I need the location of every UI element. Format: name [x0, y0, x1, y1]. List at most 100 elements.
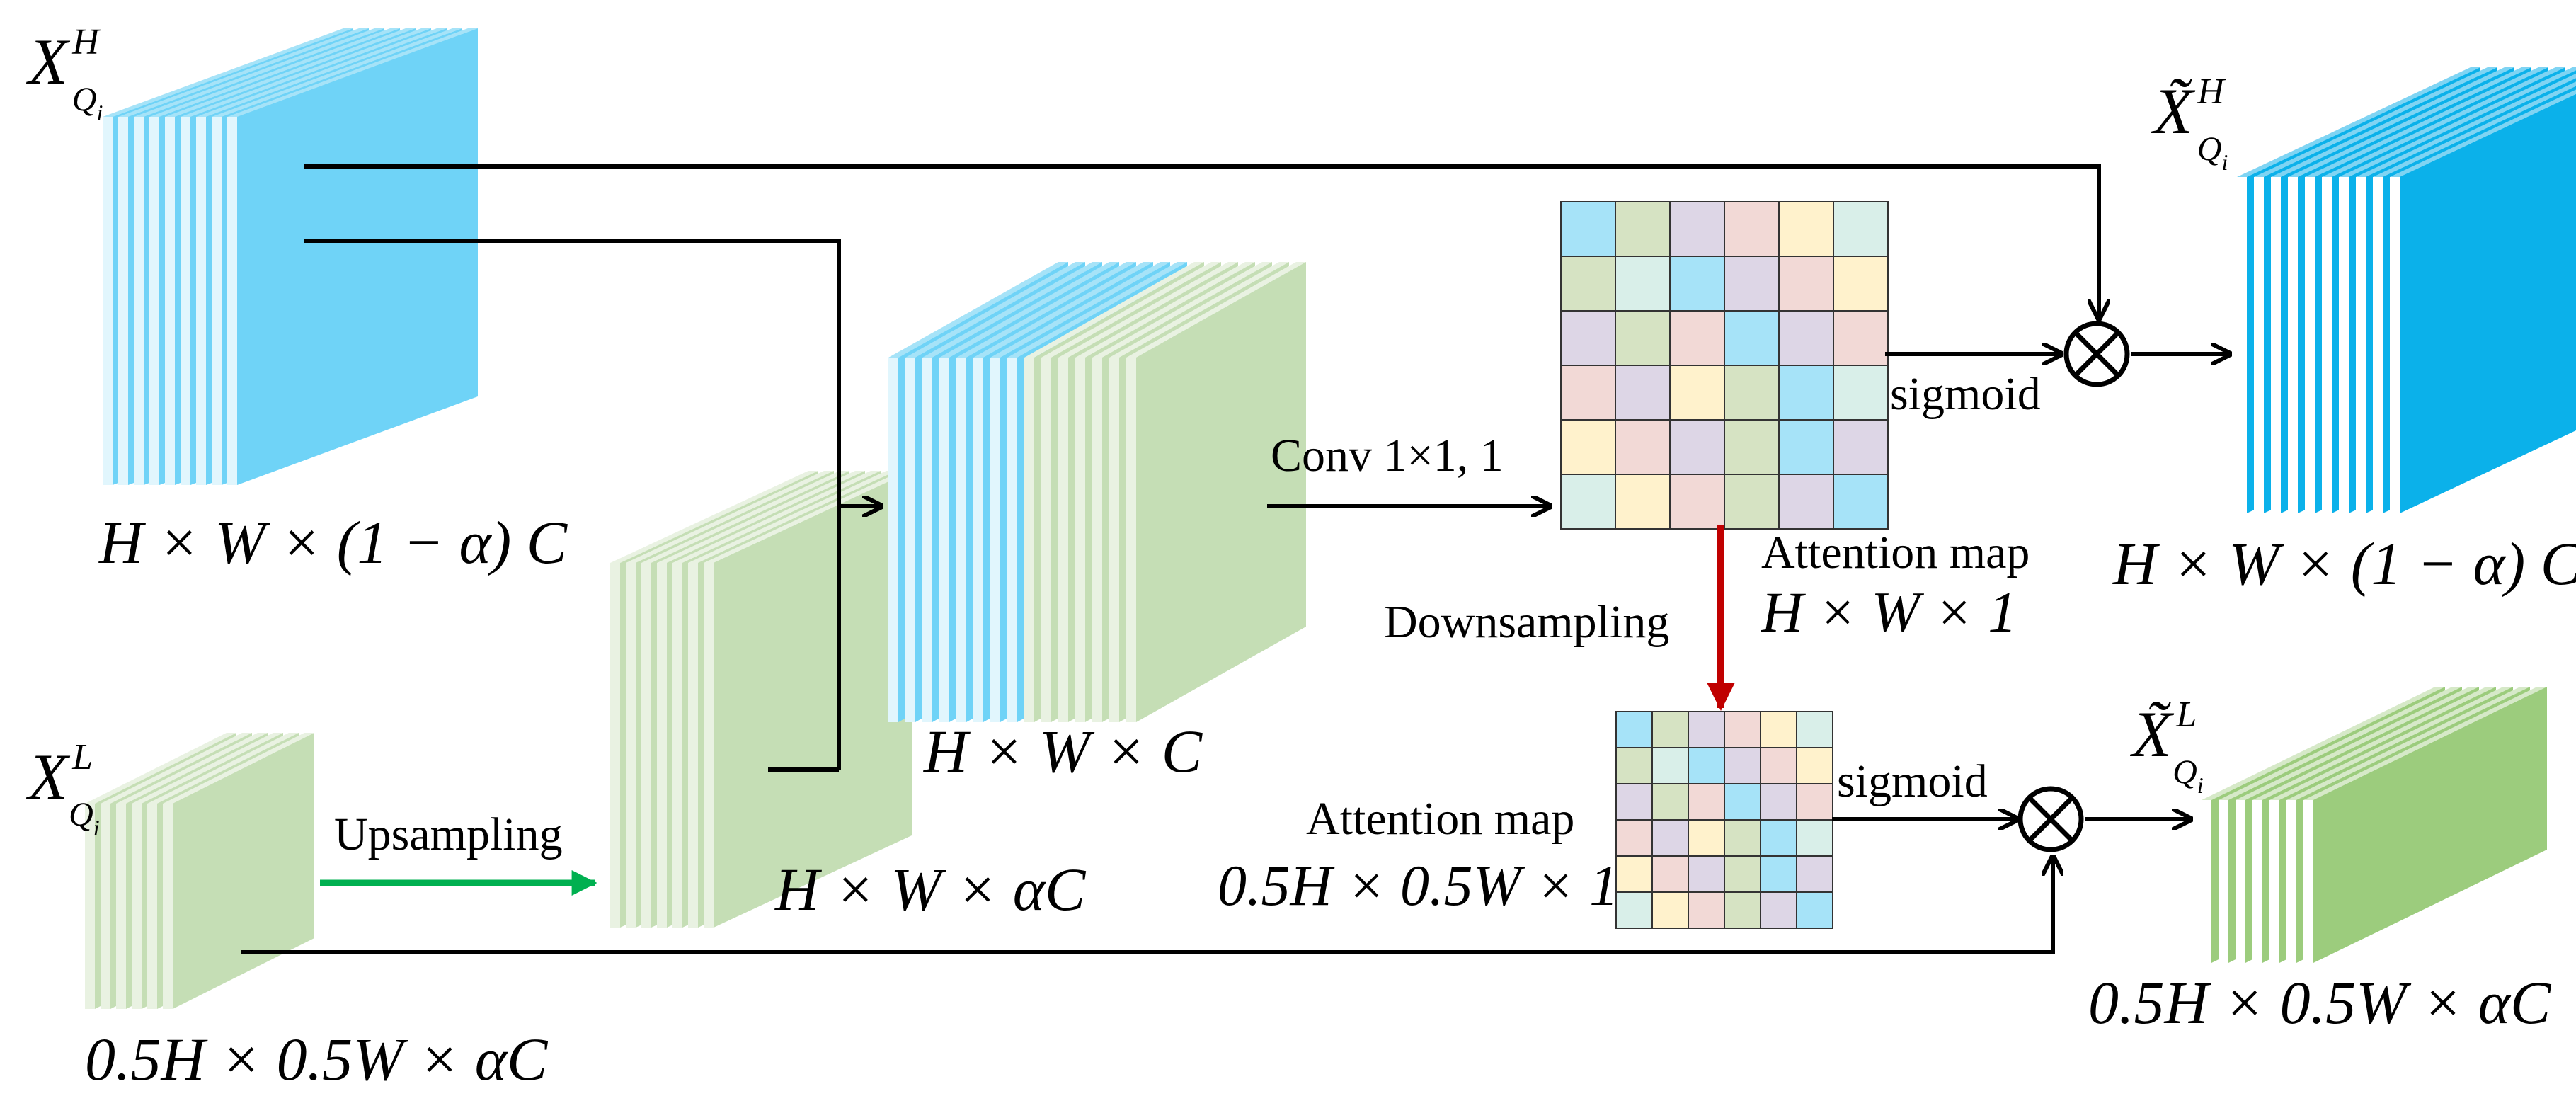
high-to-concat-connection	[304, 239, 841, 770]
low-frequency-output-feature	[2202, 687, 2547, 963]
attention-cell	[1615, 711, 1653, 748]
attention-cell	[1669, 365, 1725, 421]
attention-cell	[1760, 711, 1797, 748]
conv-label: Conv 1×1, 1	[1271, 430, 1504, 481]
attention-cell	[1724, 711, 1761, 748]
concatenated-feature	[888, 262, 1306, 722]
attention-cell	[1615, 819, 1653, 857]
attention-cell	[1760, 855, 1797, 893]
attention-cell	[1615, 891, 1653, 929]
feature-slice	[704, 471, 912, 928]
attention-cell	[1615, 365, 1671, 421]
attention-cell	[1778, 201, 1834, 257]
attention-cell	[1778, 419, 1834, 475]
attention-cell	[1651, 855, 1689, 893]
attention-cell	[1669, 419, 1725, 475]
attention-cell	[1669, 256, 1725, 312]
attention-cell	[1615, 474, 1671, 530]
attention-cell	[1724, 819, 1761, 857]
multiply-bottom-icon	[2017, 786, 2084, 852]
low-skip-connection	[241, 857, 2053, 954]
attention-cell	[1833, 310, 1889, 366]
attention-cell	[1560, 365, 1616, 421]
attention-cell	[1688, 819, 1725, 857]
attention-cell	[1669, 474, 1725, 530]
attention-cell	[1615, 747, 1653, 784]
attention-cell	[1724, 310, 1780, 366]
multiply-top-icon	[2063, 321, 2130, 387]
attention-cell	[1724, 201, 1780, 257]
attention-map-large	[1560, 201, 1889, 530]
attention-cell	[1796, 855, 1833, 893]
upsampled-feature	[610, 471, 912, 928]
attention-cell	[1724, 256, 1780, 312]
downsampling-label: Downsampling	[1384, 596, 1669, 648]
feature-slice	[2390, 89, 2576, 513]
attention-cell	[1833, 256, 1889, 312]
feature-slice	[2303, 687, 2547, 963]
feature-slice	[227, 28, 478, 485]
attention-cell	[1796, 891, 1833, 929]
attention-cell	[1615, 855, 1653, 893]
attention-cell	[1669, 310, 1725, 366]
attention-cell	[1651, 891, 1689, 929]
attention-cell	[1615, 310, 1671, 366]
attention-cell	[1615, 419, 1671, 475]
attention-cell	[1833, 365, 1889, 421]
attention-cell	[1760, 819, 1797, 857]
attention-cell	[1688, 747, 1725, 784]
attention-cell	[1688, 855, 1725, 893]
low-in-dim-label: 0.5H × 0.5W × αC	[85, 1025, 549, 1093]
attention-cell	[1760, 783, 1797, 821]
high-frequency-output-feature	[2237, 67, 2576, 513]
high-frequency-input-feature	[103, 28, 478, 485]
high-skip-connection	[304, 164, 2099, 319]
attention-cell	[1560, 256, 1616, 312]
attention-cell	[1760, 891, 1797, 929]
high-in-dim-label: H × W × (1 − α) C	[98, 508, 568, 576]
attention-cell	[1615, 201, 1671, 257]
attention-cell	[1778, 256, 1834, 312]
attention-cell	[1796, 747, 1833, 784]
low-frequency-input-feature	[85, 733, 314, 1009]
attention-cell	[1669, 201, 1725, 257]
attention-map-bottom-label: Attention map	[1306, 793, 1574, 845]
attention-cell	[1651, 819, 1689, 857]
attention-cell	[1560, 419, 1616, 475]
feature-slice	[163, 733, 314, 1009]
attention-cell	[1833, 474, 1889, 530]
low-out-dim-label: 0.5H × 0.5W × αC	[2088, 969, 2552, 1037]
attention-map-small	[1615, 711, 1833, 929]
attention-cell	[1560, 201, 1616, 257]
upsampling-label: Upsampling	[334, 809, 563, 860]
feature-slice	[1126, 262, 1306, 722]
sigmoid-bottom-label: sigmoid	[1837, 755, 1988, 807]
attention-cell	[1778, 474, 1834, 530]
attention-cell	[1760, 747, 1797, 784]
attention-cell	[1651, 747, 1689, 784]
attention-map-top-label: Attention map	[1761, 527, 2030, 578]
attention-cell	[1651, 783, 1689, 821]
attention-cell	[1833, 419, 1889, 475]
attention-cell	[1651, 711, 1689, 748]
attention-cell	[1560, 474, 1616, 530]
attention-cell	[1796, 783, 1833, 821]
sigmoid-top-label: sigmoid	[1890, 368, 2041, 420]
concat-dim-label: H × W × C	[923, 717, 1203, 785]
attention-cell	[1724, 365, 1780, 421]
attention-map-top-dim: H × W × 1	[1761, 580, 2017, 644]
attention-cell	[1796, 819, 1833, 857]
attention-cell	[1724, 747, 1761, 784]
attention-map-bottom-dim: 0.5H × 0.5W × 1	[1218, 853, 1618, 918]
attention-cell	[1778, 365, 1834, 421]
attention-cell	[1778, 310, 1834, 366]
attention-cell	[1688, 711, 1725, 748]
attention-cell	[1724, 419, 1780, 475]
attention-cell	[1560, 310, 1616, 366]
attention-cell	[1615, 256, 1671, 312]
